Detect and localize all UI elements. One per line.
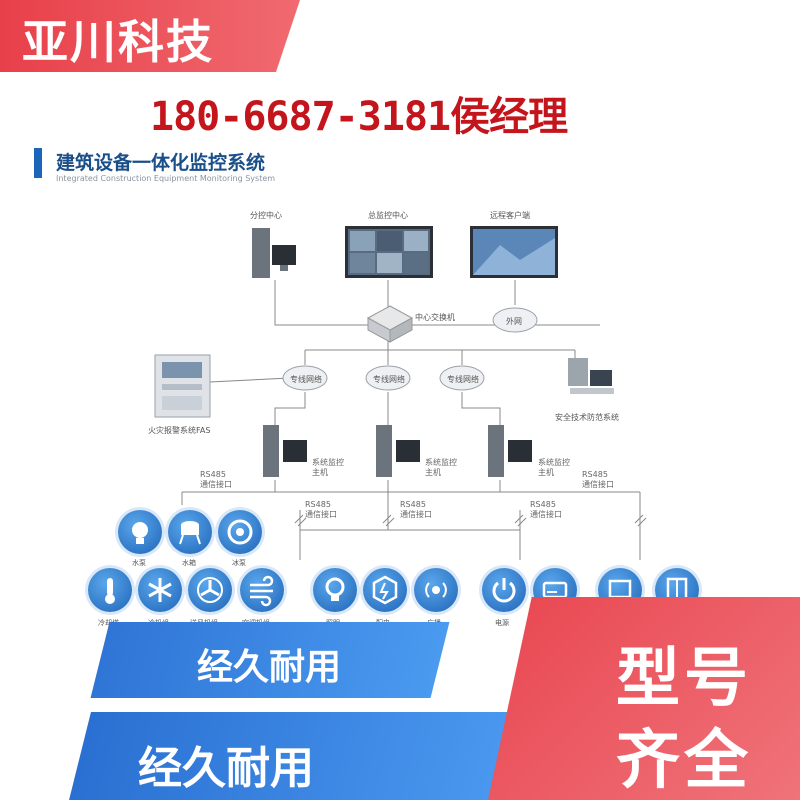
remote-screen-icon xyxy=(470,226,558,278)
device-label: 冰泵 xyxy=(232,559,246,567)
broadcast-icon xyxy=(414,568,458,612)
label-main-center: 总监控中心 xyxy=(368,211,408,220)
label-rs485-1: RS485 通信接口 xyxy=(200,470,232,489)
device-label: 水箱 xyxy=(182,559,196,567)
durable-text-top: 经久耐用 xyxy=(196,647,342,688)
label-private-net-1: 专线网络 xyxy=(290,375,322,384)
contact-phone: 180-6687-3181侯经理 xyxy=(150,94,568,140)
brand-ribbon: 亚川科技 xyxy=(0,0,300,72)
snowflake-icon xyxy=(138,568,182,612)
bulb-icon xyxy=(313,568,357,612)
durable-banner-top: 经久耐用 xyxy=(90,622,450,698)
thermometer-icon xyxy=(88,568,132,612)
label-private-net-2: 专线网络 xyxy=(373,375,405,384)
pump-icon xyxy=(218,510,262,554)
label-branch-center: 分控中心 xyxy=(250,211,282,220)
branch-pc-icon xyxy=(252,228,296,278)
label-security: 安全技术防范系统 xyxy=(555,413,619,422)
brand-name: 亚川科技 xyxy=(22,15,214,69)
diagram-subtitle: Integrated Construction Equipment Monito… xyxy=(56,174,276,183)
label-fire-alarm: 火灾报警系统FAS xyxy=(148,426,211,435)
device-label: 电源 xyxy=(495,619,509,627)
diagram-title: 建筑设备一体化监控系统 xyxy=(56,152,266,174)
power-icon xyxy=(363,568,407,612)
cloud-icons xyxy=(282,307,538,391)
video-wall-icon xyxy=(345,226,433,278)
durable-text-bottom: 经久耐用 xyxy=(138,743,315,794)
fan-coil-icon xyxy=(118,510,162,554)
models-text-line1: 型号 xyxy=(616,642,752,716)
fire-alarm-cabinet-icon xyxy=(154,354,211,418)
models-text-line2: 齐全 xyxy=(616,724,752,798)
standby-icon xyxy=(482,568,526,612)
label-rs485-2: RS485 通信接口 xyxy=(305,500,337,519)
fan-icon xyxy=(188,568,232,612)
wind-icon xyxy=(240,568,284,612)
title-accent-bar xyxy=(34,148,42,178)
models-banner: 型号 齐全 xyxy=(488,597,800,800)
label-rs485-5: RS485 通信接口 xyxy=(582,470,614,489)
device-label: 水泵 xyxy=(132,559,146,567)
security-system-icon xyxy=(568,358,614,394)
label-remote-client: 远程客户端 xyxy=(490,211,530,220)
label-rs485-3: RS485 通信接口 xyxy=(400,500,432,519)
label-host-1: 系统监控 主机 xyxy=(312,458,344,477)
label-private-net-3: 专线网络 xyxy=(447,375,479,384)
label-host-3: 系统监控 主机 xyxy=(538,458,570,477)
label-host-2: 系统监控 主机 xyxy=(425,458,457,477)
label-central-switch: 中心交换机 xyxy=(415,313,455,322)
label-ext-net: 外网 xyxy=(506,317,522,326)
durable-banner-bottom: 经久耐用 xyxy=(69,712,561,800)
switch-icon xyxy=(366,305,414,343)
host-pc-icons xyxy=(263,425,532,477)
water-tower-icon xyxy=(168,510,212,554)
label-rs485-4: RS485 通信接口 xyxy=(530,500,562,519)
